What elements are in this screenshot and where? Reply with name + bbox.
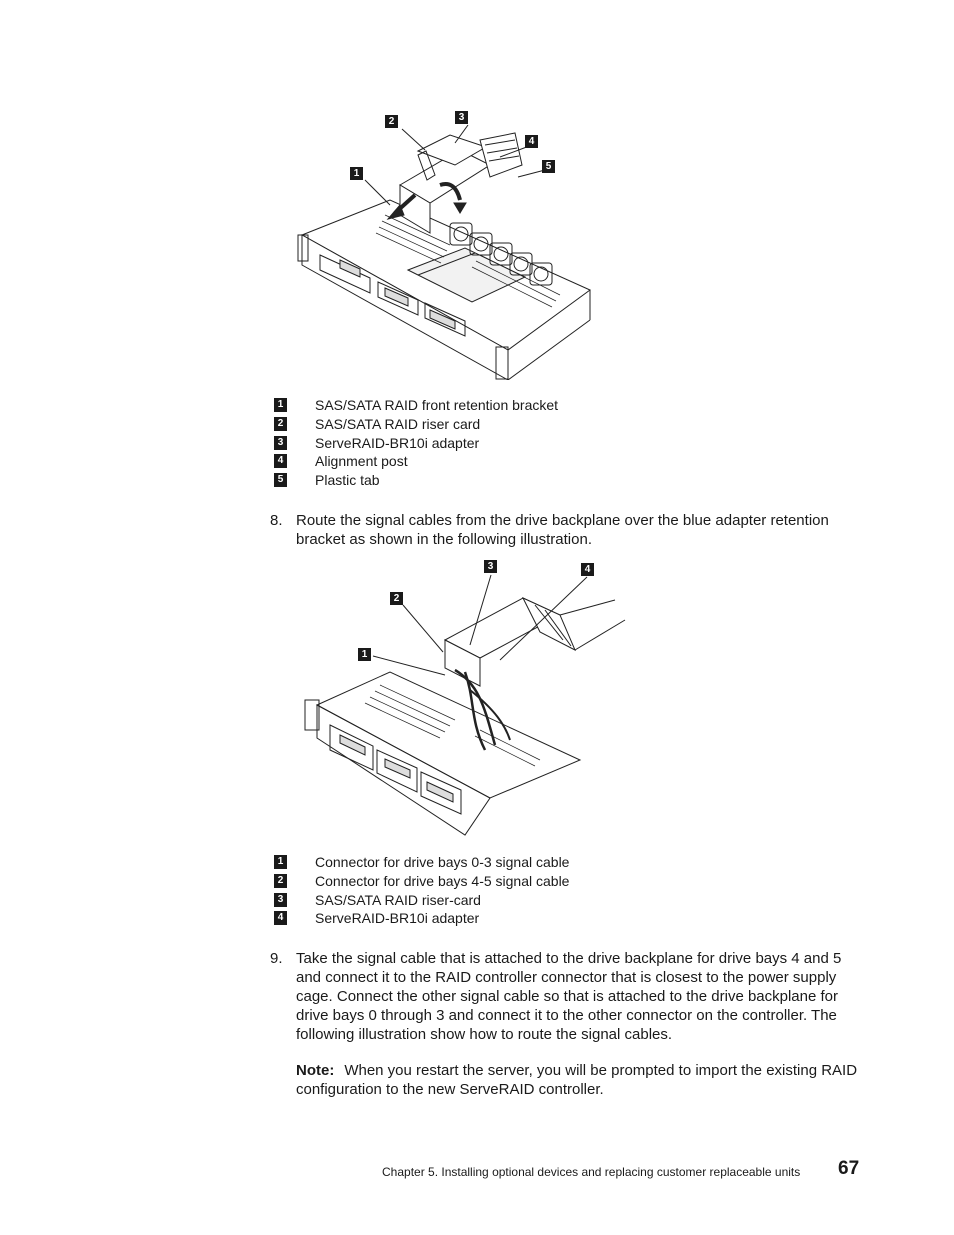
legend-label: ServeRAID-BR10i adapter (315, 910, 480, 927)
figure-1-legend: 1 SAS/SATA RAID front retention bracket … (274, 397, 834, 491)
note-paragraph: Note:When you restart the server, you wi… (296, 1061, 866, 1099)
legend-number: 4 (274, 454, 287, 469)
figure-1-callout-2: 2 (385, 115, 398, 128)
figure-1-callout-5: 5 (542, 160, 555, 173)
legend-label: SAS/SATA RAID riser-card (315, 891, 481, 908)
figure-2-callout-2: 2 (390, 592, 403, 605)
legend-label: Alignment post (315, 453, 408, 470)
legend-item: 1 Connector for drive bays 0-3 signal ca… (274, 854, 834, 873)
note-label: Note: (296, 1062, 335, 1079)
legend-label: ServeRAID-BR10i adapter (315, 434, 480, 451)
step-number: 8. (270, 512, 283, 529)
legend-number: 1 (274, 398, 287, 412)
legend-item: 4 Alignment post (274, 453, 834, 472)
figure-2-legend: 1 Connector for drive bays 0-3 signal ca… (274, 854, 834, 929)
legend-item: 4 ServeRAID-BR10i adapter (274, 910, 834, 929)
figure-1-callout-1: 1 (350, 167, 363, 180)
figure-1-callout-3: 3 (455, 111, 468, 124)
legend-number: 3 (274, 892, 287, 907)
legend-label: Connector for drive bays 0-3 signal cabl… (315, 854, 570, 870)
legend-label: Connector for drive bays 4-5 signal cabl… (315, 872, 570, 889)
page-number: 67 (838, 1158, 860, 1179)
legend-item: 3 SAS/SATA RAID riser-card (274, 892, 834, 911)
legend-number: 2 (274, 416, 287, 431)
chapter-footer: Chapter 5. Installing optional devices a… (382, 1165, 801, 1179)
figure-1-illustration: 1 2 3 4 5 (290, 105, 620, 380)
figure-2-illustration: 1 2 3 4 (295, 560, 630, 840)
legend-number: 3 (274, 435, 287, 450)
legend-item: 2 Connector for drive bays 4-5 signal ca… (274, 873, 834, 892)
legend-number: 4 (274, 911, 287, 926)
step-number: 9. (270, 950, 283, 967)
legend-item: 2 SAS/SATA RAID riser card (274, 416, 834, 435)
figure-2-callout-1: 1 (358, 648, 371, 661)
figure-2-callout-4: 4 (581, 563, 594, 576)
legend-number: 2 (274, 873, 287, 888)
legend-number: 5 (274, 473, 287, 488)
legend-label: SAS/SATA RAID front retention bracket (315, 397, 559, 413)
step-text: Take the signal cable that is attached t… (296, 950, 842, 1043)
figure-2-callout-3: 3 (484, 560, 497, 573)
legend-label: SAS/SATA RAID riser card (315, 415, 481, 432)
step-text: Route the signal cables from the drive b… (296, 512, 829, 548)
legend-number: 1 (274, 855, 287, 869)
note-text: When you restart the server, you will be… (296, 1062, 858, 1098)
figure-1-callout-4: 4 (525, 135, 538, 148)
legend-label: Plastic tab (315, 472, 380, 489)
legend-item: 5 Plastic tab (274, 472, 834, 491)
server-riser-installation-drawing (297, 124, 591, 380)
cable-routing-drawing (304, 574, 626, 836)
legend-item: 1 SAS/SATA RAID front retention bracket (274, 397, 834, 416)
legend-item: 3 ServeRAID-BR10i adapter (274, 435, 834, 454)
